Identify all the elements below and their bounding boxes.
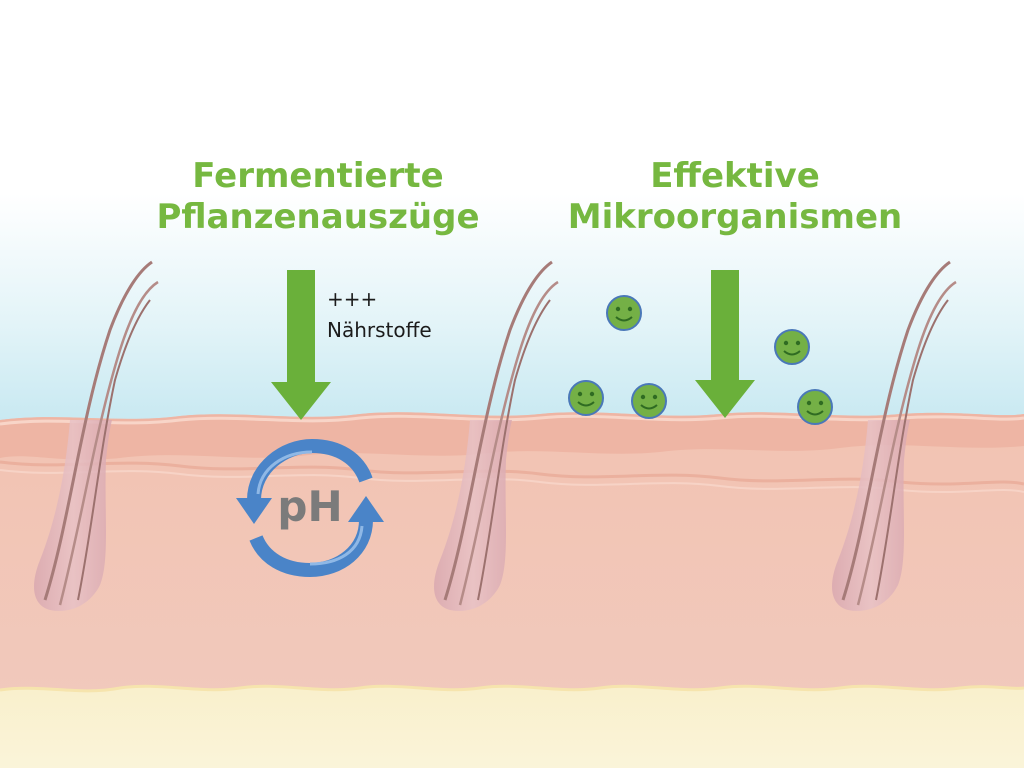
smiley-face-icon (606, 295, 642, 331)
label-line-1: Effektive (650, 156, 820, 196)
label-line-2: Pflanzenauszüge (156, 197, 480, 238)
nutrients-label: Nährstoffe (327, 318, 432, 342)
ph-label: pH (277, 482, 343, 531)
hair-follicle (434, 260, 559, 611)
hair-follicle (34, 260, 159, 611)
base-layer (0, 686, 1024, 768)
smiley-face-icon (568, 380, 604, 416)
smiley-face-icon (631, 383, 667, 419)
label-line-1: Fermentierte (192, 156, 444, 196)
nutrients-note: +++ Nährstoffe (327, 284, 432, 346)
epidermis-highlight (0, 414, 1024, 426)
label-line-2: Mikroorganismen (567, 197, 903, 238)
label-fermented-plant-extracts: Fermentierte Pflanzenauszüge (148, 156, 488, 239)
smiley-face-icon (797, 389, 833, 425)
down-arrow-right (695, 270, 755, 418)
smiley-face-icon (774, 329, 810, 365)
label-effective-microorganisms: Effektive Mikroorganismen (545, 156, 925, 239)
circular-arrows-icon (236, 438, 384, 578)
down-arrow-left (271, 270, 331, 420)
base-layer-edge (0, 684, 1024, 693)
nutrients-plus: +++ (327, 287, 378, 311)
sky-background (0, 0, 1024, 430)
epidermis-band (0, 412, 1024, 460)
hair-follicle (832, 260, 957, 611)
